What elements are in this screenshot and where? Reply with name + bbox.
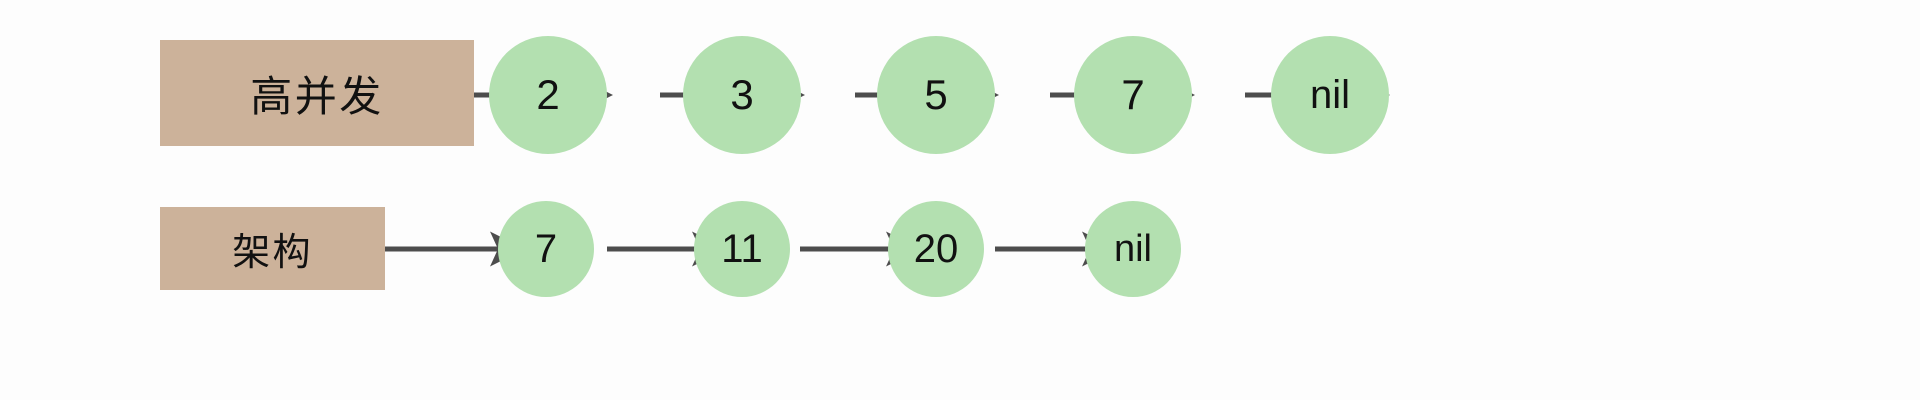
list-node[interactable]: 7 <box>1074 36 1192 154</box>
bucket-key-box[interactable]: 高并发 <box>160 40 474 146</box>
list-node-label: 20 <box>913 226 959 271</box>
bucket-key-box[interactable]: 架构 <box>160 207 385 290</box>
list-node[interactable]: 3 <box>683 36 801 154</box>
list-node-label: nil <box>1113 227 1153 270</box>
list-node[interactable]: 11 <box>694 201 790 297</box>
list-node[interactable]: 2 <box>489 36 607 154</box>
list-node-label: nil <box>1309 72 1351 117</box>
list-node[interactable]: 5 <box>877 36 995 154</box>
list-node-label: 3 <box>730 71 754 118</box>
bucket-key-label: 高并发 <box>250 72 384 120</box>
list-node[interactable]: 7 <box>498 201 594 297</box>
list-node-label: 2 <box>536 71 560 118</box>
list-node-label: 7 <box>534 226 558 271</box>
list-node[interactable]: nil <box>1271 36 1389 154</box>
bucket-key-label: 架构 <box>232 232 313 274</box>
list-node-label: 11 <box>721 226 763 271</box>
list-node-label: 7 <box>1121 71 1145 118</box>
list-node[interactable]: nil <box>1085 201 1181 297</box>
list-node-label: 5 <box>924 71 948 118</box>
list-node[interactable]: 20 <box>888 201 984 297</box>
